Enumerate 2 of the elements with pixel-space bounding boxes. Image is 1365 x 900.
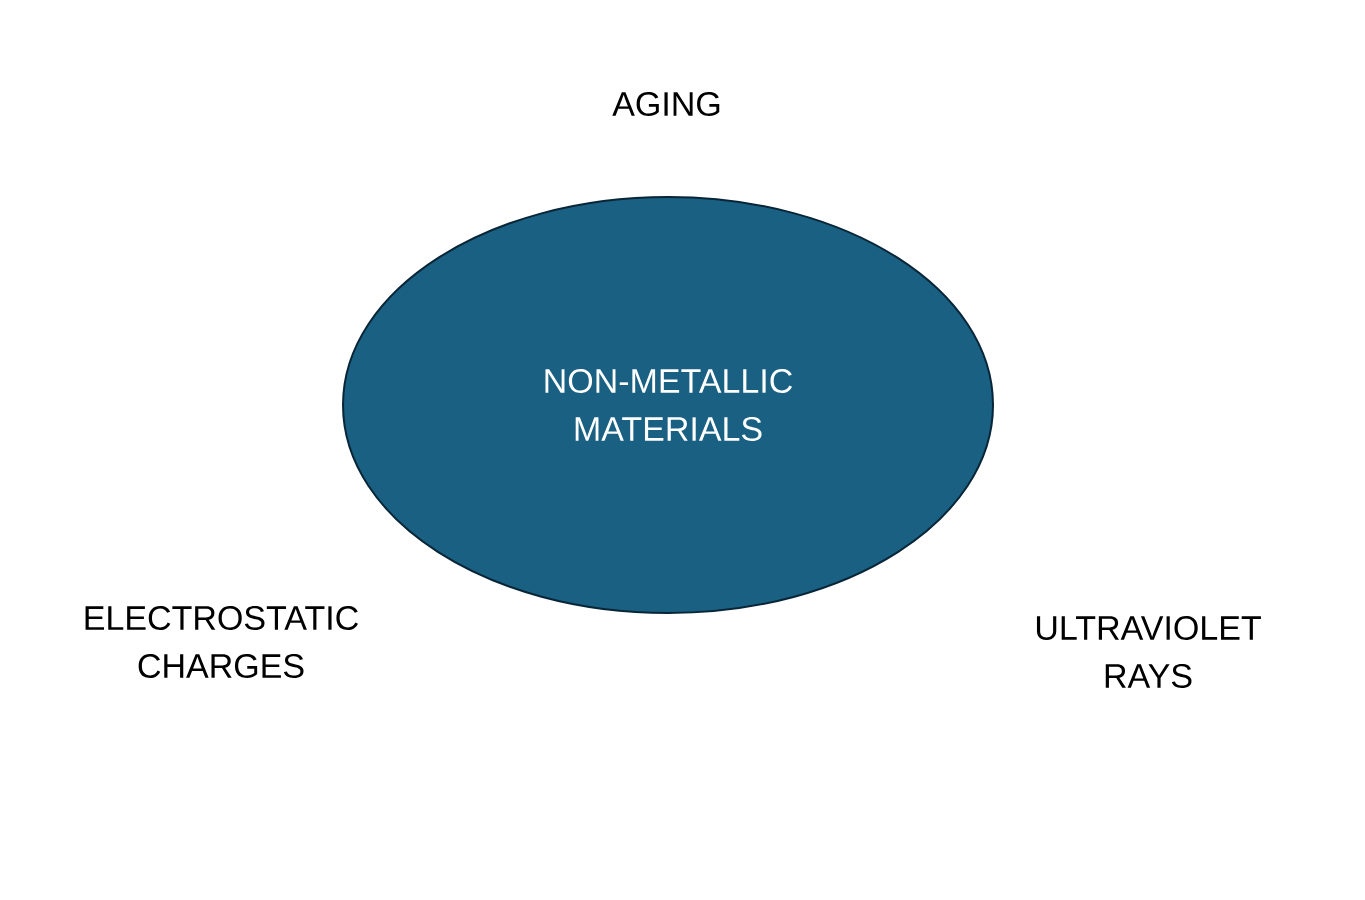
label: AGING	[612, 91, 720, 117]
label: ULTRAVIOLET RAYS	[1036, 615, 1261, 689]
